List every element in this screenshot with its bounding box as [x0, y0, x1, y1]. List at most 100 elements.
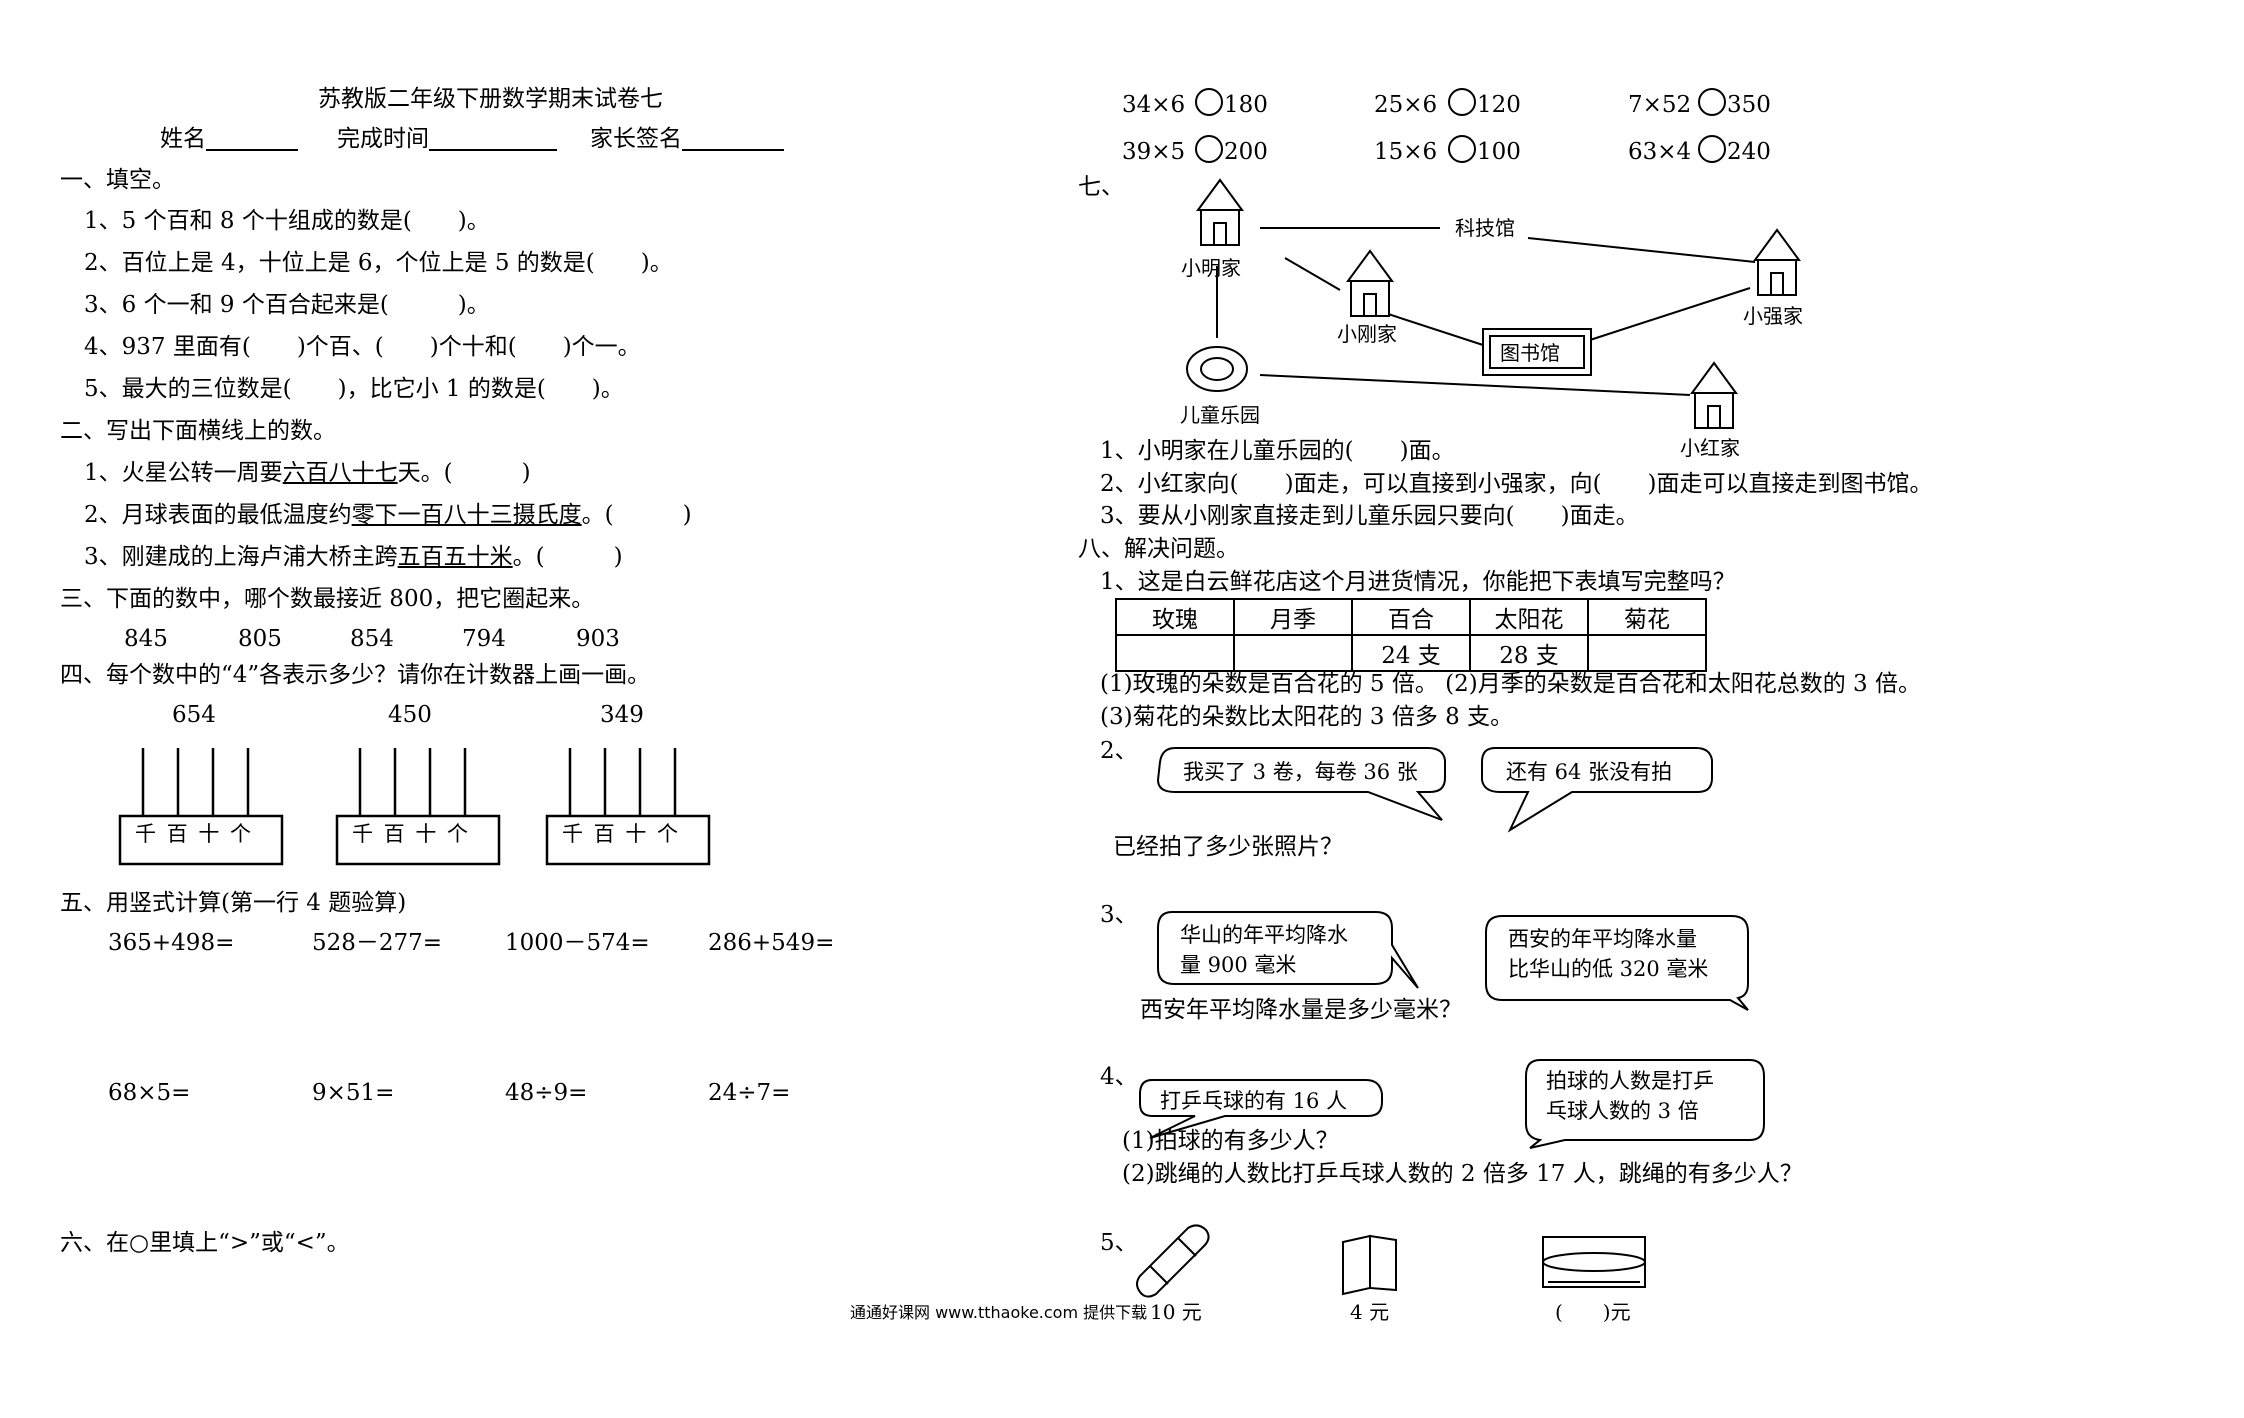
calc-problem: 48÷9=	[505, 1080, 588, 1106]
abacus-counter[interactable]	[335, 748, 501, 866]
abacus-label: 千 百 十 个	[352, 822, 471, 846]
table-cell-input[interactable]	[1587, 634, 1707, 672]
abacus-counter[interactable]	[118, 748, 284, 866]
s2-q3-underlined: 五百五十米	[397, 544, 513, 570]
compare-circle[interactable]	[1448, 88, 1476, 116]
house-icon	[1753, 228, 1801, 296]
s8-q2-question: 已经拍了多少张照片？	[1113, 834, 1343, 860]
name-label: 姓名	[160, 126, 206, 152]
s1-question-5: 5、最大的三位数是( )，比它小 1 的数是( )。	[84, 376, 624, 402]
house-icon	[1196, 178, 1244, 246]
s1-question-2: 2、百位上是 4，十位上是 6，个位上是 5 的数是( )。	[84, 250, 673, 276]
table-row: 玫瑰 月季 百合 太阳花 菊花	[1115, 598, 1707, 636]
calc-problem: 68×5=	[108, 1080, 191, 1106]
s7-question-3: 3、要从小刚家直接走到儿童乐园只要向( )面走。	[1100, 503, 1639, 529]
section-5-title: 五、用竖式计算(第一行 4 题验算)	[60, 890, 407, 916]
s2-q3-answer: 。( )	[512, 544, 623, 570]
s8-q1-condition-b: (3)菊花的朵数比太阳花的 3 倍多 8 支。	[1100, 704, 1514, 730]
section-2-title: 二、写出下面横线上的数。	[60, 418, 336, 444]
abacus-counter[interactable]	[545, 748, 711, 866]
table-cell: 24 支	[1351, 634, 1471, 672]
compare-circle[interactable]	[1698, 135, 1726, 163]
section-6-title: 六、在○里填上“>”或“<”。	[60, 1230, 350, 1256]
table-header-cell: 太阳花	[1469, 598, 1589, 636]
bubble-line: 西安的年平均降水量	[1508, 927, 1697, 951]
parent-blank[interactable]	[682, 127, 784, 151]
library-icon	[1482, 328, 1592, 376]
s2-q3-text: 3、刚建成的上海卢浦大桥主跨	[84, 544, 398, 570]
table-header-cell: 月季	[1233, 598, 1353, 636]
s8-q4-number: 4、	[1100, 1064, 1138, 1090]
time-blank[interactable]	[429, 127, 557, 151]
compare-left: 34×6	[1122, 92, 1186, 118]
compare-left: 15×6	[1374, 139, 1438, 165]
exam-title: 苏教版二年级下册数学期末试卷七	[318, 86, 663, 112]
speech-bubble	[1139, 1079, 1383, 1139]
compare-circle[interactable]	[1448, 135, 1476, 163]
flower-table: 玫瑰 月季 百合 太阳花 菊花 24 支 28 支	[1115, 598, 1707, 672]
park-icon	[1186, 346, 1248, 392]
section-8-title: 八、解决问题。	[1078, 536, 1239, 562]
s8-q5-number: 5、	[1100, 1230, 1138, 1256]
s2-question-3: 3、刚建成的上海卢浦大桥主跨五百五十米。( )	[84, 546, 623, 569]
speech-bubble	[1157, 911, 1419, 989]
house-icon	[1690, 361, 1738, 429]
calc-problem: 286+549=	[708, 930, 835, 956]
place-label-park: 儿童乐园	[1180, 403, 1260, 427]
s3-number[interactable]: 903	[576, 626, 620, 652]
compare-circle[interactable]	[1698, 88, 1726, 116]
table-row: 24 支 28 支	[1115, 634, 1707, 672]
table-cell-input[interactable]	[1115, 634, 1235, 672]
bubble-text: 打乒乓球的有 16 人	[1160, 1089, 1348, 1113]
name-blank[interactable]	[206, 127, 298, 151]
s8-question-1: 1、这是白云鲜花店这个月进货情况，你能把下表填写完整吗？	[1100, 569, 1736, 595]
s2-question-1: 1、火星公转一周要六百八十七天。( )	[84, 462, 531, 485]
section-7-title: 七、	[1078, 174, 1124, 200]
bubble-text: 拍球的人数是打乒 乓球人数的 3 倍	[1546, 1066, 1714, 1127]
abacus-number: 450	[388, 702, 432, 728]
s3-number[interactable]: 794	[462, 626, 506, 652]
bubble-text: 西安的年平均降水量 比华山的低 320 毫米	[1508, 924, 1708, 985]
compare-circle[interactable]	[1195, 88, 1223, 116]
s8-q4-question-1: (1)拍球的有多少人？	[1122, 1128, 1339, 1154]
table-cell-input[interactable]	[1233, 634, 1353, 672]
footer-text: 通通好课网 www.tthaoke.com 提供下载	[850, 1303, 1148, 1322]
compare-right: 100	[1477, 139, 1521, 165]
price-answer[interactable]: ( )元	[1555, 1300, 1631, 1324]
bubble-line: 比华山的低 320 毫米	[1508, 957, 1709, 982]
place-label-kejiguan: 科技馆	[1455, 216, 1515, 240]
s7-question-2: 2、小红家向( )面走，可以直接到小强家，向( )面走可以直接走到图书馆。	[1100, 471, 1933, 497]
parent-sign-field[interactable]: 家长签名	[590, 127, 784, 151]
name-field[interactable]: 姓名	[160, 127, 298, 151]
s3-number[interactable]: 845	[124, 626, 168, 652]
bubble-line: 量 900 毫米	[1180, 953, 1297, 978]
bubble-line: 华山的年平均降水	[1180, 923, 1348, 947]
compare-left: 63×4	[1628, 139, 1692, 165]
book-icon	[1342, 1234, 1397, 1296]
compare-left: 25×6	[1374, 92, 1438, 118]
speech-bubble	[1485, 915, 1749, 1011]
time-field[interactable]: 完成时间	[337, 127, 557, 151]
abacus-label: 千 百 十 个	[562, 822, 681, 846]
place-label-xiaoqiang: 小强家	[1743, 304, 1803, 328]
compare-left: 7×52	[1628, 92, 1692, 118]
calc-problem: 9×51=	[312, 1080, 395, 1106]
s1-question-4: 4、937 里面有( )个百、( )个十和( )个一。	[84, 334, 641, 360]
bubble-text: 还有 64 张没有拍	[1506, 760, 1673, 784]
s1-question-1: 1、5 个百和 8 个十组成的数是( )。	[84, 208, 490, 234]
s3-number[interactable]: 854	[350, 626, 394, 652]
place-label-xiaoming: 小明家	[1181, 256, 1241, 280]
compare-left: 39×5	[1122, 139, 1186, 165]
abacus-number: 654	[172, 702, 216, 728]
table-cell: 28 支	[1469, 634, 1589, 672]
s2-q1-answer: 天。( )	[397, 460, 531, 486]
compare-circle[interactable]	[1195, 135, 1223, 163]
s2-q1-text: 1、火星公转一周要	[84, 460, 283, 486]
calc-problem: 365+498=	[108, 930, 235, 956]
s3-number[interactable]: 805	[238, 626, 282, 652]
s8-q2-number: 2、	[1100, 738, 1138, 764]
compare-right: 240	[1727, 139, 1771, 165]
speech-bubble	[1156, 747, 1446, 821]
compare-right: 200	[1224, 139, 1268, 165]
compare-right: 350	[1727, 92, 1771, 118]
